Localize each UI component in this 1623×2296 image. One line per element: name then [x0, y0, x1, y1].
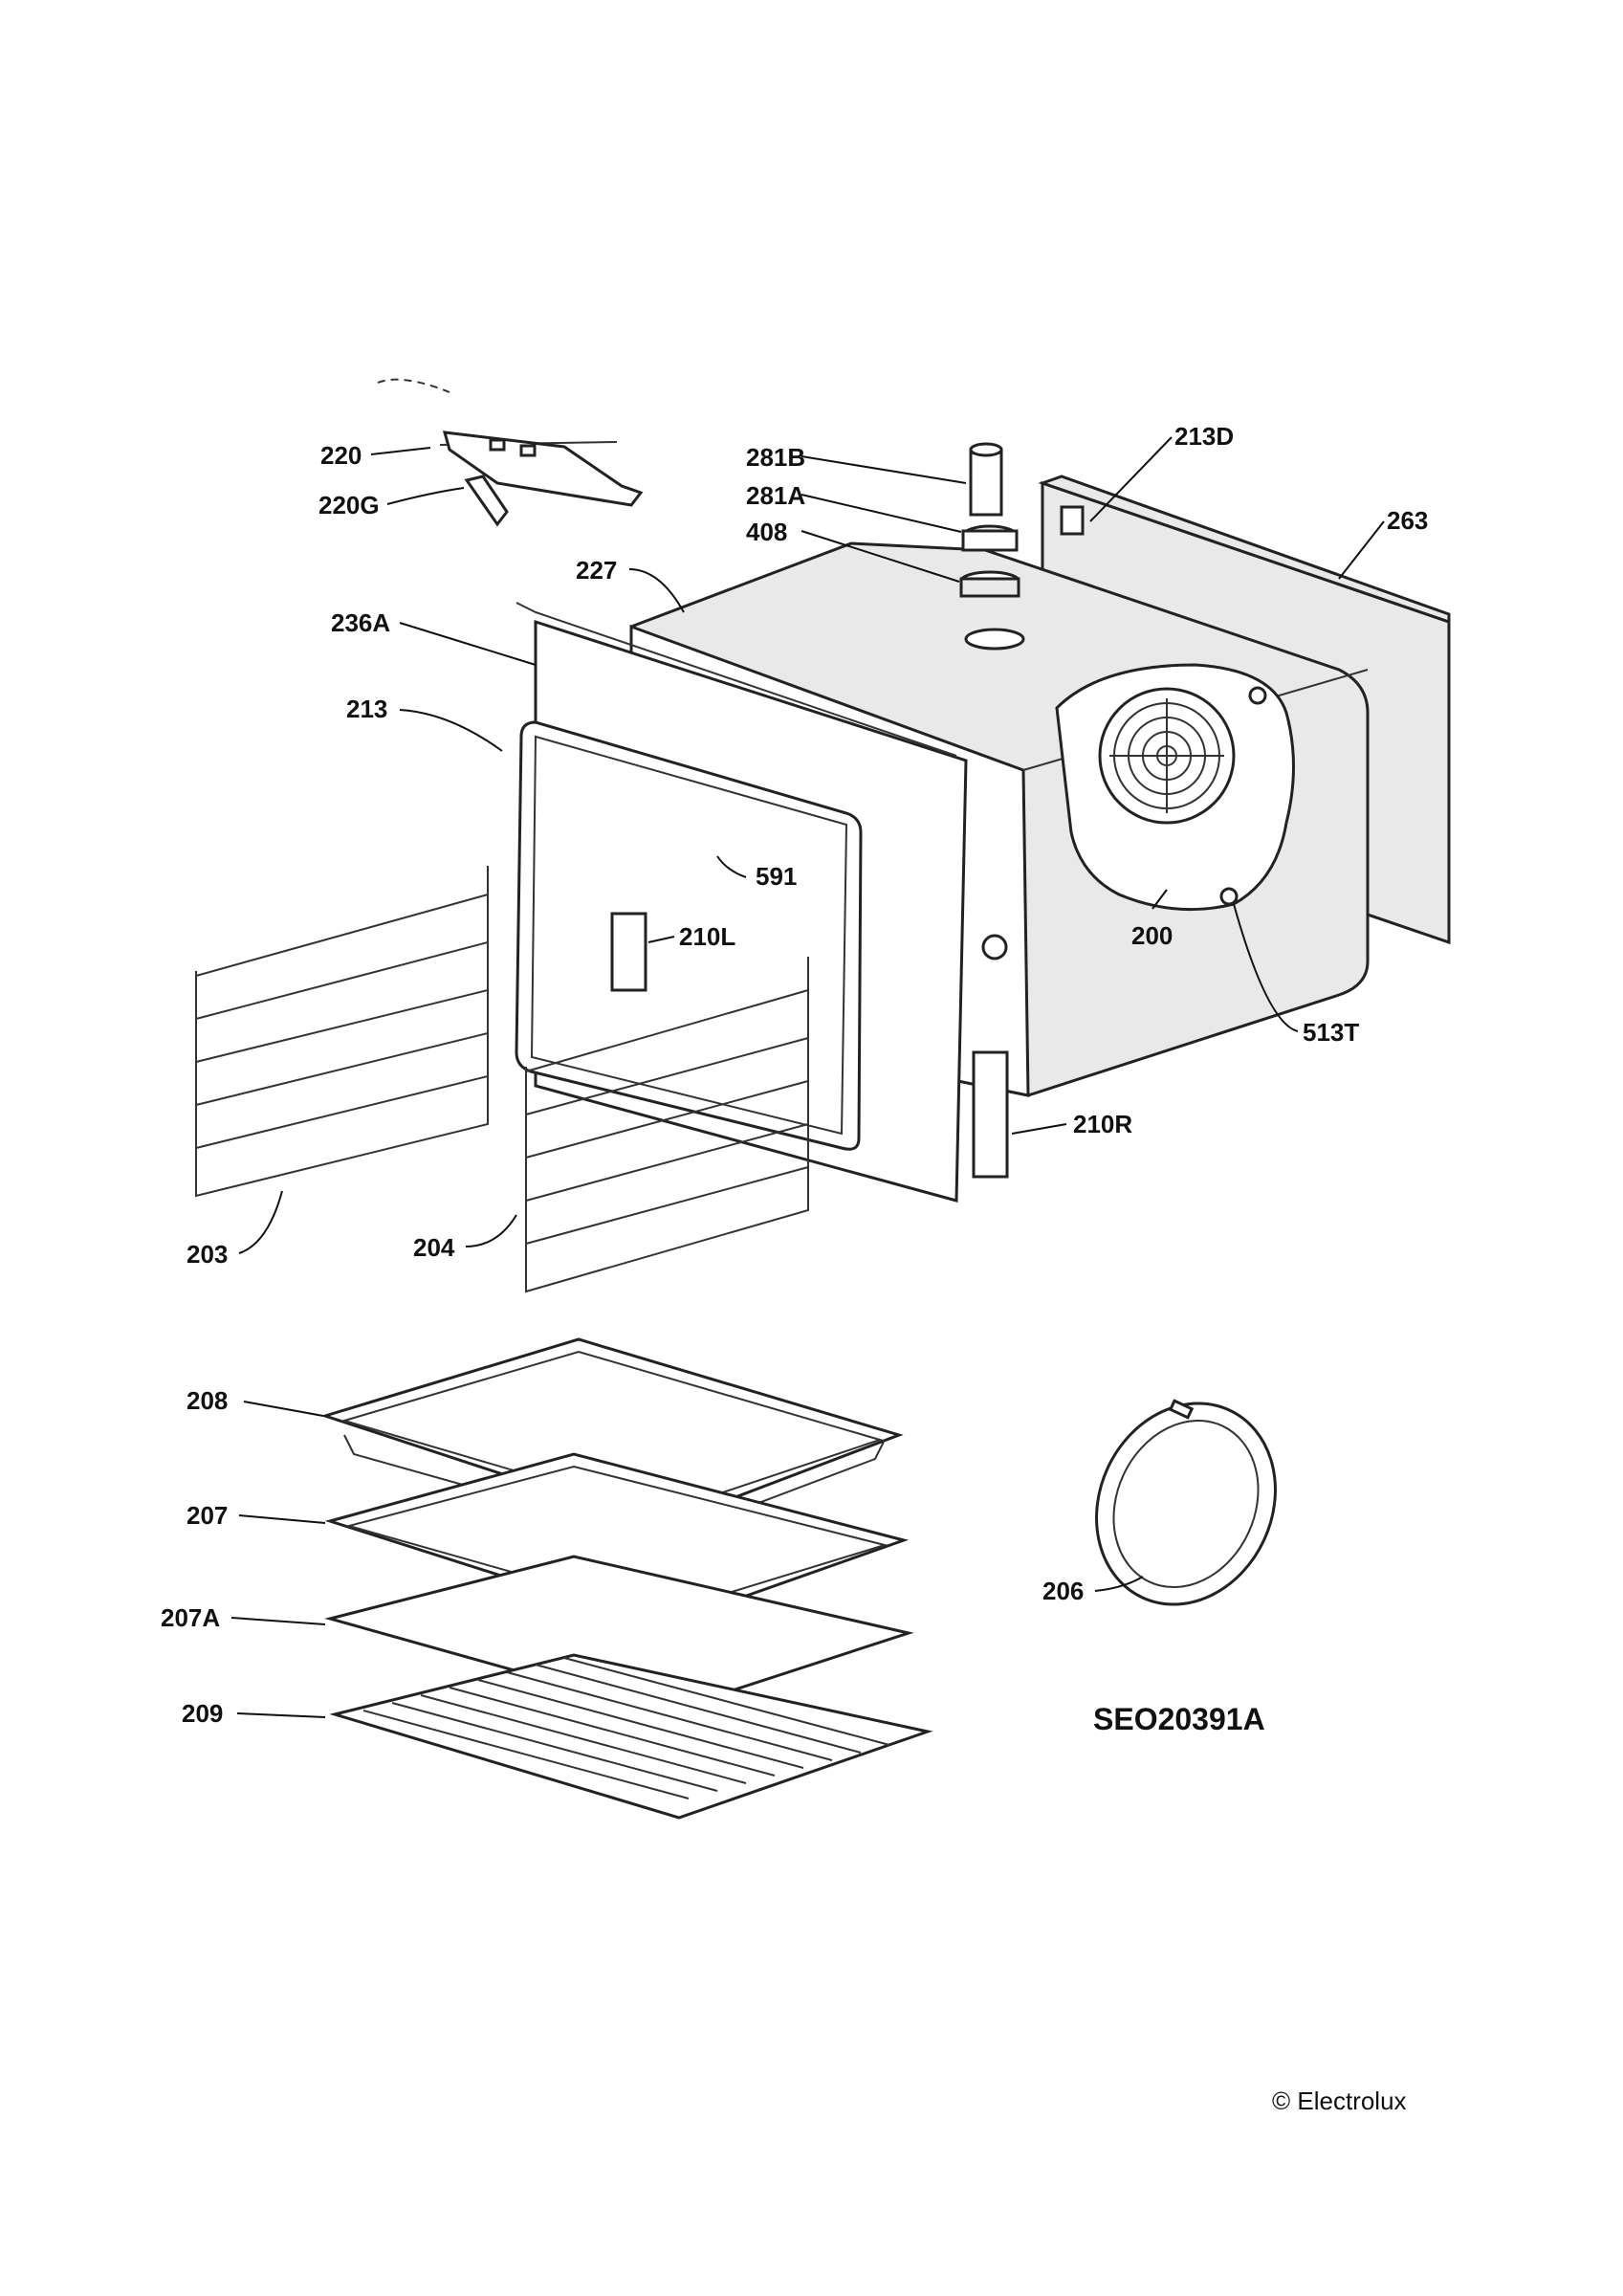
- drawing-code: SEO20391A: [1093, 1702, 1265, 1736]
- part-210-side-rails: [610, 912, 1009, 1179]
- callout-210R: 210R: [1073, 1110, 1132, 1138]
- callout-207: 207: [186, 1501, 228, 1530]
- part-203-shelf-runner: [195, 866, 489, 1198]
- callout-213D: 213D: [1174, 422, 1234, 451]
- callout-591: 591: [756, 862, 797, 891]
- part-206-round-filter: [1095, 1399, 1277, 1606]
- callout-200: 200: [1131, 921, 1173, 950]
- part-204-shelf-runner: [525, 957, 809, 1293]
- callout-207A: 207A: [161, 1603, 220, 1632]
- callout-227: 227: [576, 556, 617, 585]
- callout-209: 209: [182, 1699, 223, 1728]
- part-209-grid-rack: [329, 1653, 933, 1820]
- callout-263: 263: [1387, 506, 1428, 535]
- copyright-notice: © Electrolux: [1272, 2086, 1407, 2115]
- callout-236A: 236A: [331, 608, 390, 637]
- part-281-408-stack: [959, 442, 1020, 598]
- callout-513T: 513T: [1303, 1018, 1359, 1047]
- callout-206: 206: [1042, 1577, 1084, 1605]
- part-220-bracket: [377, 378, 644, 527]
- callout-204: 204: [413, 1233, 455, 1262]
- callout-220G: 220G: [318, 491, 380, 519]
- callout-213: 213: [346, 695, 387, 723]
- callout-210L: 210L: [679, 922, 735, 951]
- callout-208: 208: [186, 1386, 228, 1415]
- callout-203: 203: [186, 1240, 228, 1269]
- callout-281B: 281B: [746, 443, 805, 472]
- part-236A-213-front-frame: [515, 602, 968, 1203]
- leader-lines: [230, 436, 1385, 1718]
- callout-220: 220: [320, 441, 362, 470]
- callout-408: 408: [746, 518, 787, 546]
- callout-281A: 281A: [746, 481, 805, 510]
